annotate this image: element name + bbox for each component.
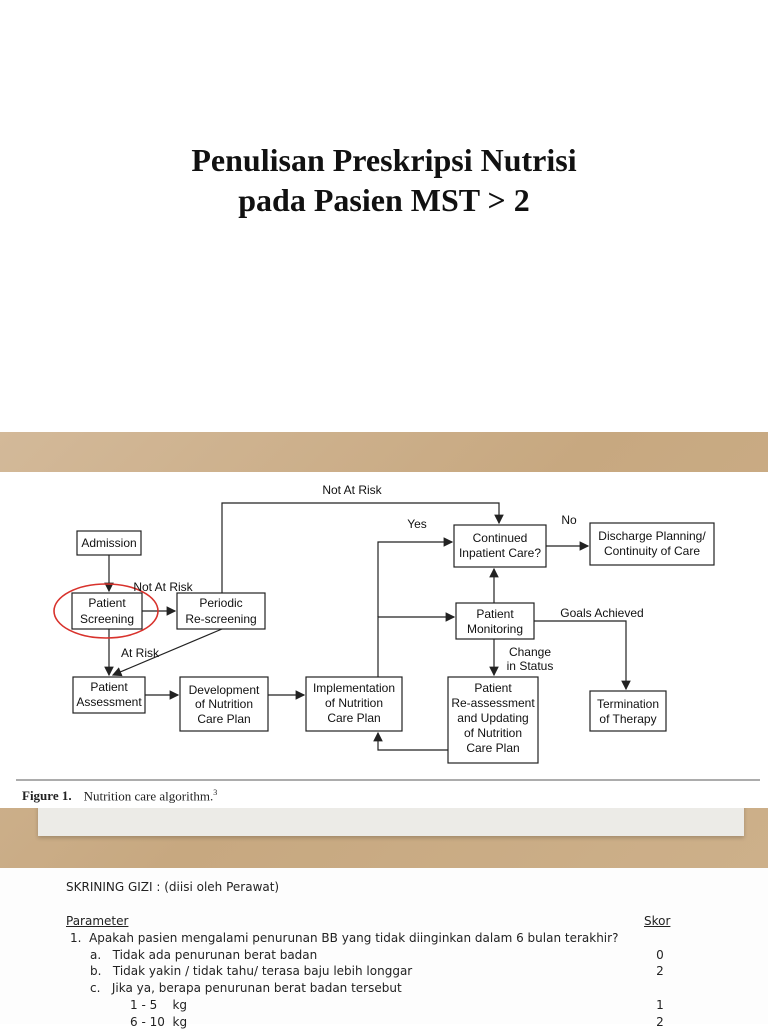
flowchart-figure: Admission Patient Screening Periodic Re-… [0,472,768,808]
option-c: c. Jika ya, berapa penurunan berat badan… [90,981,402,995]
option-b: b. Tidak yakin / tidak tahu/ terasa baju… [90,964,413,978]
box-development-plan [179,676,269,732]
label-assessment-2: Assessment [76,695,142,709]
nutrition-care-flowchart: Admission Patient Screening Periodic Re-… [16,483,760,781]
slide-title-line-2: pada Pasien MST > 2 [238,182,530,218]
label-implementation-2: of Nutrition [325,696,383,710]
weight-1-5: 1 - 5 kg [130,998,188,1012]
label-reassessment-2: Re-assessment [451,696,535,710]
edge-label-at-risk: At Risk [121,646,160,660]
edge-label-not-at-risk-top: Not At Risk [322,483,382,497]
label-discharge-2: Continuity of Care [604,544,700,558]
label-discharge-1: Discharge Planning/ [598,529,706,543]
edge-label-goals-achieved: Goals Achieved [560,606,643,620]
label-development-2: of Nutrition [195,697,253,711]
option-a-score: 0 [656,948,664,962]
edge-label-no: No [561,513,577,527]
slide-title: Penulisan Preskripsi Nutrisi pada Pasien… [0,140,768,220]
label-screening-1: Patient [88,596,126,610]
weight-1-5-score: 1 [656,998,664,1012]
screening-form: SKRINING GIZI : (diisi oleh Perawat) Par… [0,868,768,1029]
skor-label: Skor [644,914,671,928]
box-discharge [589,522,715,566]
label-admission: Admission [81,536,136,550]
label-continued-2: Inpatient Care? [459,546,541,560]
label-rescreening-1: Periodic [199,596,242,610]
figure-caption-text: Nutrition care algorithm. [83,788,214,804]
label-continued-1: Continued [473,531,528,545]
label-development-3: Care Plan [197,712,250,726]
label-implementation-1: Implementation [313,681,395,695]
edge-label-not-at-risk-mid: Not At Risk [133,580,193,594]
label-rescreening-2: Re-screening [185,612,256,626]
label-monitoring-2: Monitoring [467,622,523,636]
label-reassessment-1: Patient [474,681,512,695]
weight-6-10: 6 - 10 kg [130,1015,188,1029]
figure-number: Figure 1. [22,788,72,804]
box-termination [589,690,667,732]
label-monitoring-1: Patient [476,607,514,621]
label-assessment-1: Patient [90,680,128,694]
label-reassessment-4: of Nutrition [464,726,522,740]
label-screening-2: Screening [80,612,134,626]
option-a: a. Tidak ada penurunan berat badan [90,948,318,962]
option-b-score: 2 [656,964,664,978]
box-implementation-plan [305,676,403,732]
weight-6-10-score: 2 [656,1015,664,1029]
figure-caption: Figure 1. Nutrition care algorithm.3 [22,788,217,804]
label-termination-1: Termination [597,697,659,711]
label-reassessment-5: Care Plan [466,741,519,755]
label-development-1: Development [189,683,260,697]
slide-title-line-1: Penulisan Preskripsi Nutrisi [191,142,577,178]
edge-label-yes: Yes [407,517,427,531]
edge-label-change-2: in Status [507,659,554,673]
label-implementation-3: Care Plan [327,711,380,725]
parameter-label: Parameter [66,914,129,928]
edge-label-change-1: Change [509,645,551,659]
form-heading: SKRINING GIZI : (diisi oleh Perawat) [66,880,280,894]
label-reassessment-3: and Updating [457,711,528,725]
label-termination-2: of Therapy [599,712,656,726]
question-1: 1. Apakah pasien mengalami penurunan BB … [70,931,619,945]
box-reassessment [447,676,539,764]
highlight-circle [53,583,159,639]
figure-caption-ref: 3 [213,788,218,797]
